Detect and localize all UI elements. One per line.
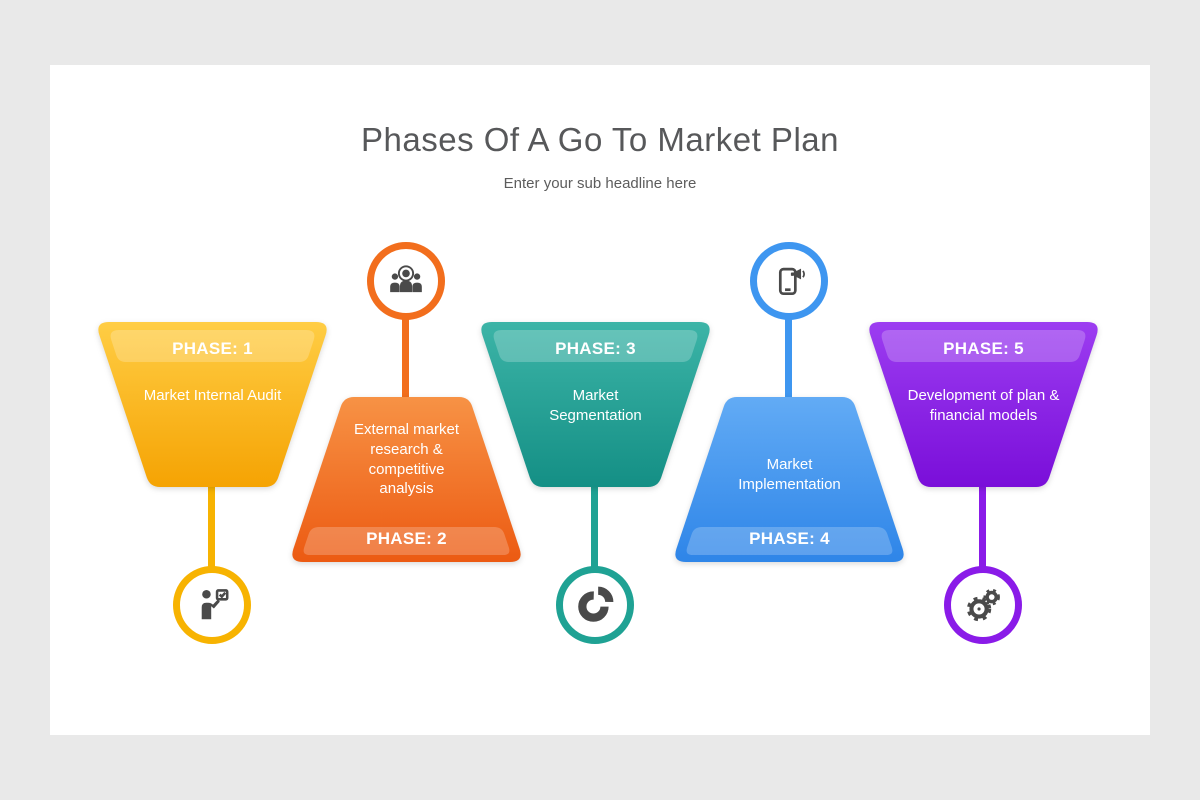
phase-3-connector	[591, 480, 598, 608]
phase-5-shape: PHASE: 5 Development of plan & financial…	[866, 322, 1101, 488]
gears-icon	[966, 588, 1000, 622]
phase-description: Market Implementation	[738, 456, 841, 493]
trapezoid-down-shape	[481, 322, 710, 487]
phase-label: PHASE: 3	[555, 339, 636, 358]
trapezoid-up-shape	[675, 397, 904, 562]
phase-description: External market research & competitive a…	[353, 421, 460, 498]
phase-label: PHASE: 5	[943, 339, 1024, 358]
trapezoid-up-shape	[292, 397, 521, 562]
team-icon	[390, 265, 422, 293]
phase-4-icon-badge	[750, 242, 828, 320]
phase-label: PHASE: 4	[749, 529, 830, 548]
phase-1-icon-badge	[173, 566, 251, 644]
presenter-icon	[201, 589, 229, 620]
phase-1-connector	[208, 480, 215, 608]
pie-chart-icon	[578, 586, 614, 622]
phase-description: Development of plan & financial models	[907, 387, 1060, 424]
page-subtitle: Enter your sub headline here	[503, 175, 697, 192]
phase-description: Market Internal Audit	[143, 387, 282, 404]
phase-label: PHASE: 1	[172, 339, 253, 358]
trapezoid-down-shape	[869, 322, 1098, 487]
phase-2-shape: External market research & competitive a…	[289, 397, 524, 563]
phase-4-shape: Market Implementation PHASE: 4	[672, 397, 907, 563]
phase-2-icon-badge	[367, 242, 445, 320]
phase-2-connector	[402, 277, 409, 405]
phase-5-icon-badge	[944, 566, 1022, 644]
page-title: Phases Of A Go To Market Plan	[361, 121, 839, 158]
phase-4-connector	[785, 277, 792, 405]
phase-description: Market Segmentation	[549, 387, 642, 424]
phase-3-icon-badge	[556, 566, 634, 644]
phone-megaphone-icon	[778, 267, 805, 296]
trapezoid-down-shape	[98, 322, 327, 487]
phase-1-shape: PHASE: 1 Market Internal Audit	[95, 322, 330, 488]
phase-3-shape: PHASE: 3 Market Segmentation	[478, 322, 713, 488]
phase-label: PHASE: 2	[366, 529, 447, 548]
slide-canvas: Phases Of A Go To Market Plan Enter your…	[50, 65, 1150, 735]
phase-5-connector	[979, 480, 986, 608]
